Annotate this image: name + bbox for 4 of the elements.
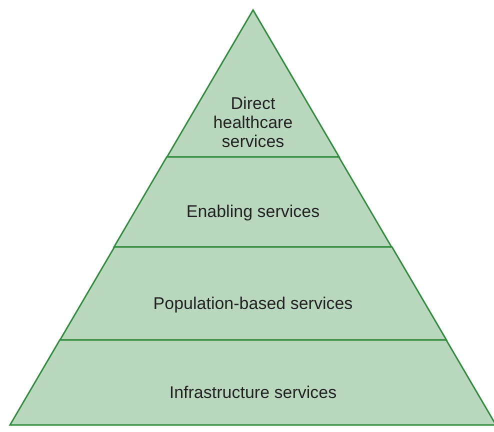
tier-label: Enabling services [185,202,321,221]
tier-label: Population-based services [152,294,354,312]
tier-label: Direct healthcare services [212,94,294,150]
tier-label: Infrastructure services [168,382,338,402]
